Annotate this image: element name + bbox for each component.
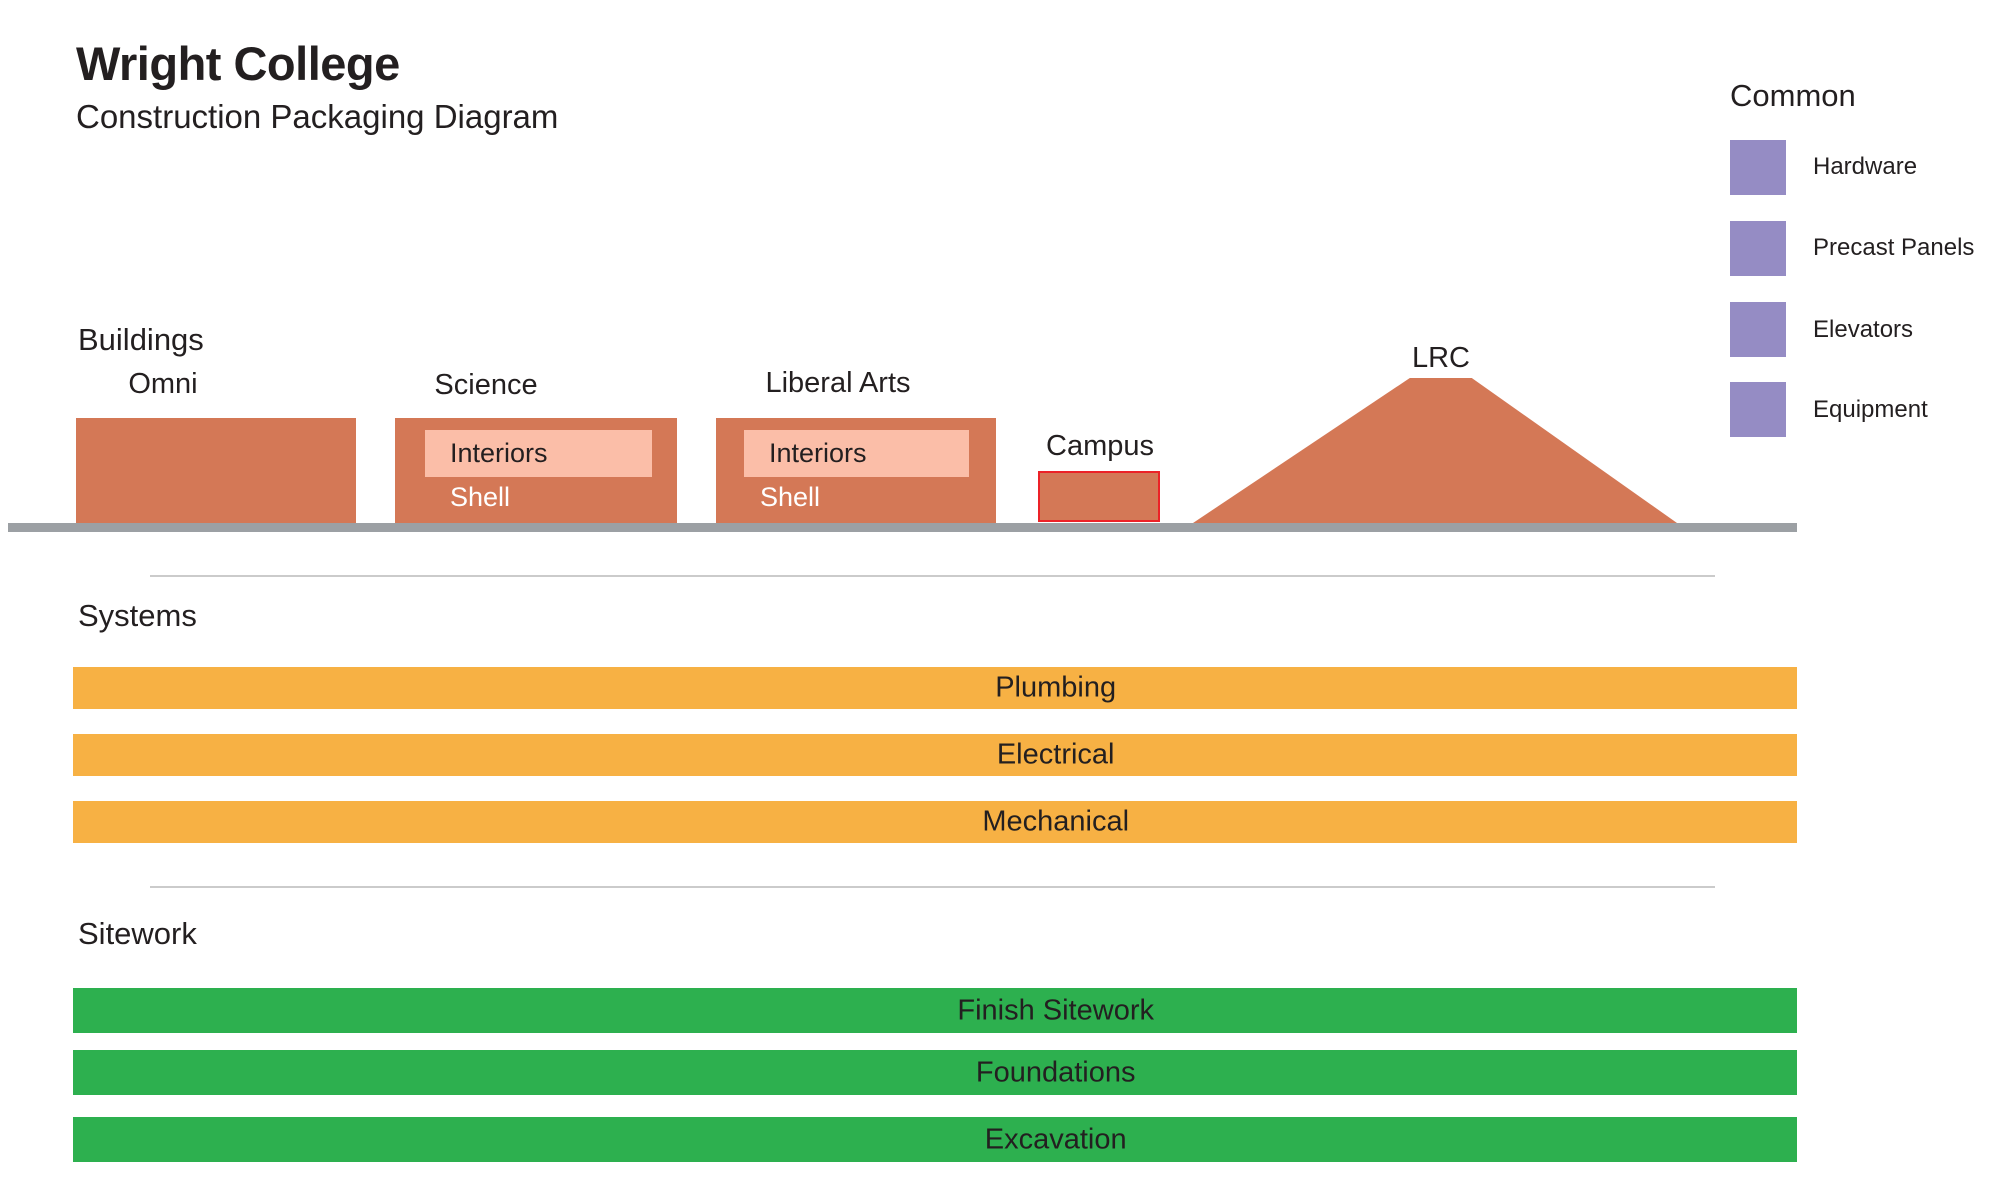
legend-label-precast-panels: Precast Panels (1813, 234, 1975, 261)
sitework-bar-label-excavation: Excavation (984, 1123, 1127, 1155)
legend-label-equipment: Equipment (1813, 396, 1928, 423)
building-label-liberal-arts: Liberal Arts (765, 367, 911, 399)
building-label-campus: Campus (1046, 430, 1154, 462)
ground-line (8, 523, 1797, 532)
sitework-bar-label-finish-sitework: Finish Sitework (957, 994, 1154, 1026)
building-shape-liberal-arts: Interiors Shell (716, 418, 996, 523)
buildings-section-label: Buildings (78, 322, 204, 357)
systems-bar-label-electrical: Electrical (996, 738, 1115, 771)
building-shape-campus (1038, 471, 1160, 522)
sitework-bar-finish-sitework: Finish Sitework (73, 988, 1797, 1033)
systems-bar-plumbing: Plumbing (73, 667, 1797, 709)
sitework-bar-foundations: Foundations (73, 1050, 1797, 1095)
building-shape-lrc (1193, 378, 1677, 523)
building-label-omni: Omni (128, 368, 198, 400)
legend-label-elevators: Elevators (1813, 316, 1914, 343)
sitework-bar-label-foundations: Foundations (975, 1056, 1136, 1088)
sitework-section-label: Sitework (78, 916, 197, 951)
liberal-arts-shell-label: Shell (760, 482, 821, 512)
legend-label-hardware: Hardware (1813, 153, 1918, 180)
systems-divider (150, 575, 1715, 577)
systems-bar-label-mechanical: Mechanical (982, 805, 1130, 838)
building-shape-omni (76, 418, 356, 523)
building-label-science: Science (434, 369, 538, 401)
building-label-lrc: LRC (1411, 342, 1470, 374)
legend-swatch-precast-panels-icon (1730, 221, 1786, 276)
legend-swatch-hardware-icon (1730, 140, 1786, 195)
building-shape-science: Interiors Shell (395, 418, 677, 523)
systems-bar-electrical: Electrical (73, 734, 1797, 776)
systems-bar-mechanical: Mechanical (73, 801, 1797, 843)
legend-swatch-elevators-icon (1730, 302, 1786, 357)
page-subtitle: Construction Packaging Diagram (76, 98, 559, 135)
legend-swatch-equipment-icon (1730, 382, 1786, 437)
systems-section-label: Systems (78, 598, 197, 633)
science-shell-label: Shell (450, 482, 511, 512)
legend-title: Common (1730, 78, 1856, 113)
systems-bar-label-plumbing: Plumbing (995, 671, 1117, 704)
sitework-bar-excavation: Excavation (73, 1117, 1797, 1162)
sitework-divider (150, 886, 1715, 888)
liberal-arts-interiors-box: Interiors (744, 430, 969, 477)
science-interiors-box: Interiors (425, 430, 652, 477)
page-title: Wright College (76, 37, 400, 90)
